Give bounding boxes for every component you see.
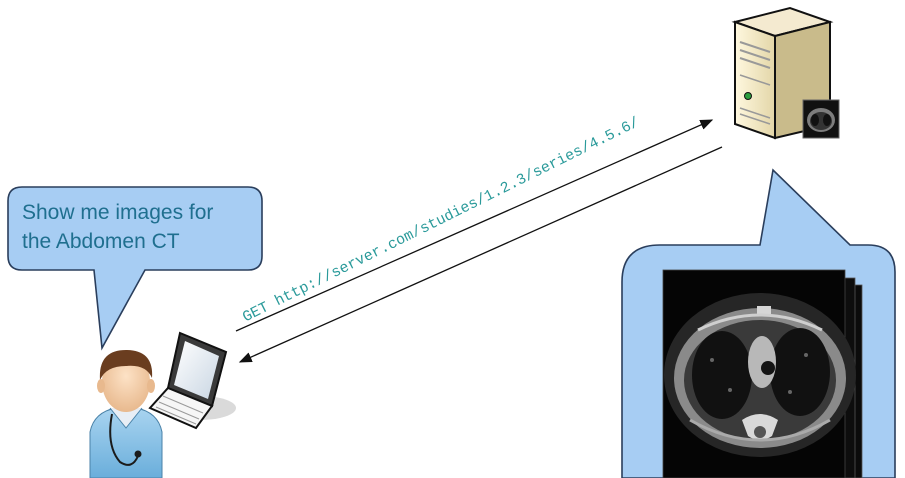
doctor-icon bbox=[89, 350, 163, 478]
speech-bubble-line-2: the Abdomen CT bbox=[22, 230, 180, 253]
speech-bubble-text: Show me images for the Abdomen CT bbox=[22, 198, 252, 256]
user-speech-bubble bbox=[7, 186, 263, 351]
ct-slice-image bbox=[664, 293, 856, 457]
request-arrow bbox=[235, 119, 714, 332]
server-ct-thumbnail bbox=[802, 99, 840, 139]
response-arrow bbox=[238, 146, 723, 363]
laptop-icon bbox=[148, 331, 236, 430]
speech-bubble-line-1: Show me images for bbox=[22, 201, 214, 224]
ct-scan-image-stack bbox=[662, 269, 863, 478]
